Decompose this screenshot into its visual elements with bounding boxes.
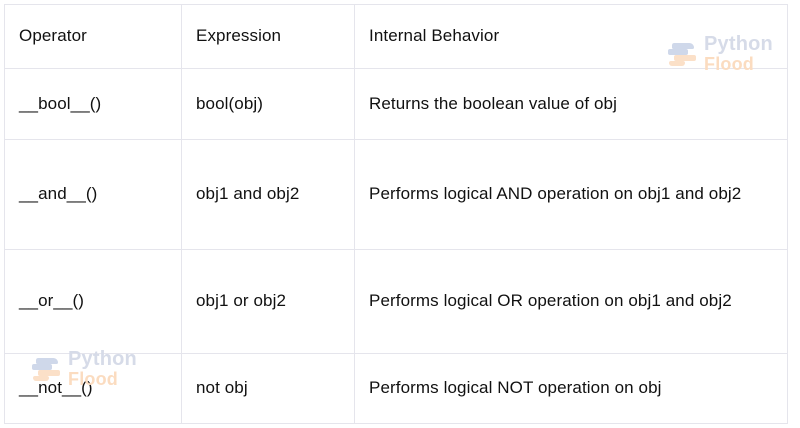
cell-behavior: Returns the boolean value of obj <box>354 68 788 140</box>
cell-expression: bool(obj) <box>181 68 355 140</box>
cell-operator: __and__() <box>4 139 182 250</box>
column-header-internal-behavior: Internal Behavior <box>354 4 788 69</box>
cell-behavior: Performs logical OR operation on obj1 an… <box>354 249 788 354</box>
table-row: __or__() obj1 or obj2 Performs logical O… <box>4 249 788 354</box>
table-header-row: Operator Expression Internal Behavior <box>4 4 788 69</box>
logical-operators-table: Operator Expression Internal Behavior __… <box>4 4 788 424</box>
cell-operator: __bool__() <box>4 68 182 140</box>
cell-expression: obj1 and obj2 <box>181 139 355 250</box>
table-row: __not__() not obj Performs logical NOT o… <box>4 353 788 424</box>
cell-behavior: Performs logical NOT operation on obj <box>354 353 788 424</box>
cell-expression: obj1 or obj2 <box>181 249 355 354</box>
cell-expression: not obj <box>181 353 355 424</box>
cell-behavior: Performs logical AND operation on obj1 a… <box>354 139 788 250</box>
table-row: __and__() obj1 and obj2 Performs logical… <box>4 139 788 250</box>
cell-operator: __or__() <box>4 249 182 354</box>
table-body: __bool__() bool(obj) Returns the boolean… <box>4 68 788 424</box>
operator-table-wrapper: Operator Expression Internal Behavior __… <box>4 4 788 424</box>
table-row: __bool__() bool(obj) Returns the boolean… <box>4 68 788 140</box>
column-header-expression: Expression <box>181 4 355 69</box>
cell-operator: __not__() <box>4 353 182 424</box>
column-header-operator: Operator <box>4 4 182 69</box>
table-header: Operator Expression Internal Behavior <box>4 4 788 69</box>
